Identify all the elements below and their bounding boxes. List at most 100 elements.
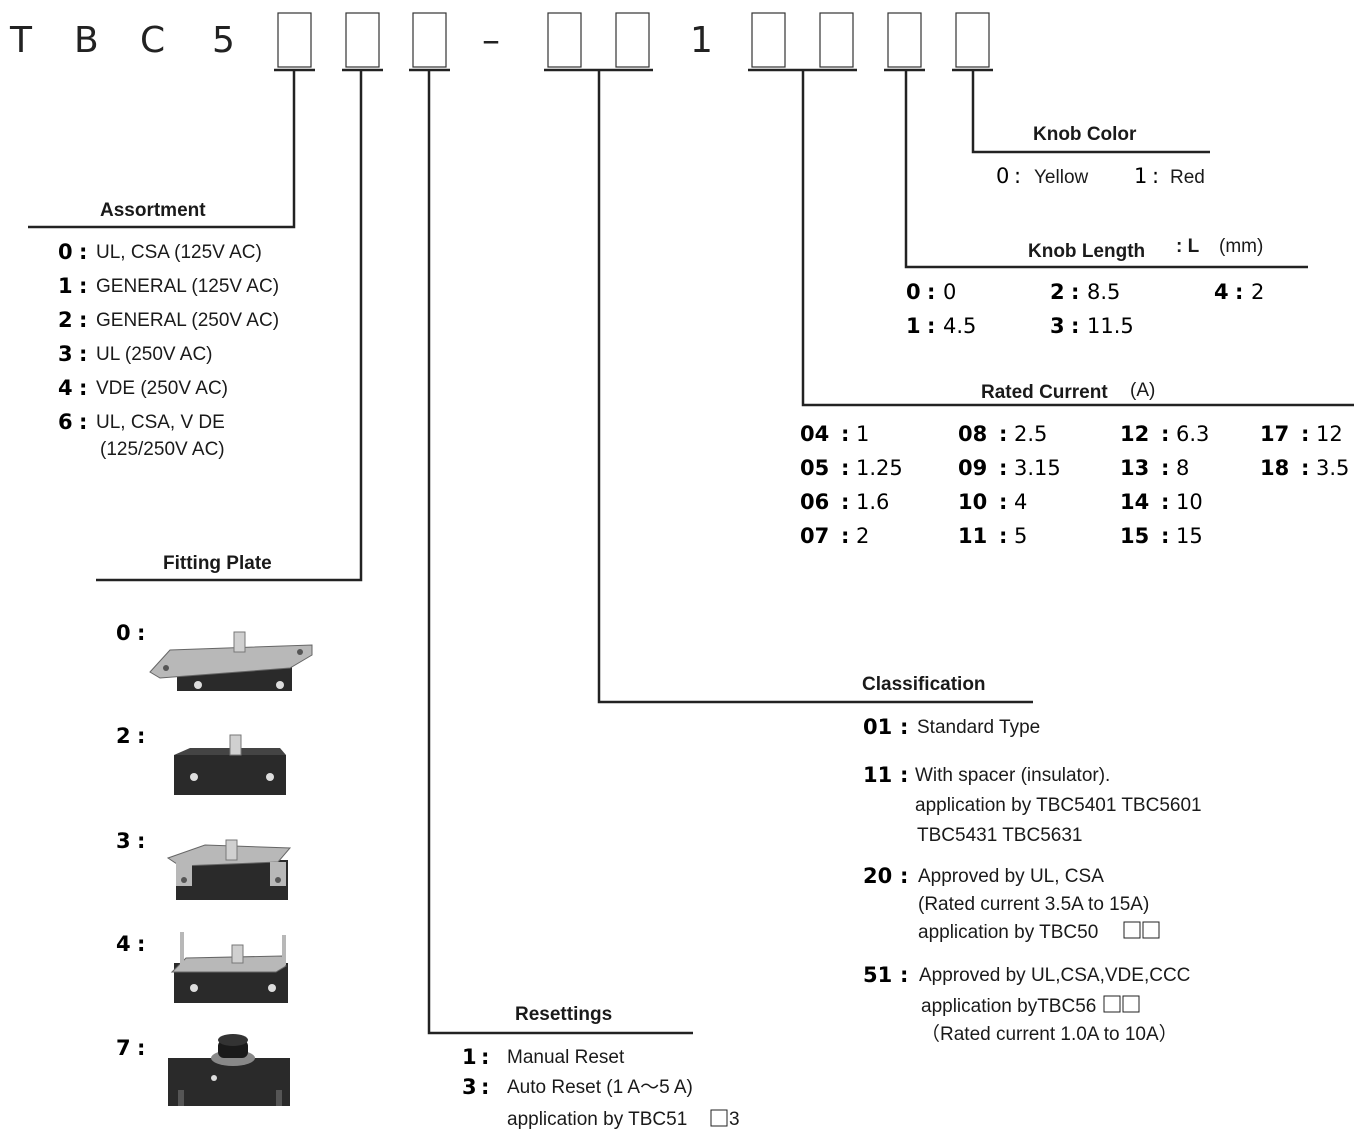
fitting-plate-sep: :: [137, 621, 145, 645]
rated-current-code: 15: [1120, 524, 1149, 548]
assortment-sep: :: [79, 410, 87, 434]
rated-current-options: 04:105:1.2506:1.607:208:2.509:3.1510:411…: [800, 422, 1349, 548]
resettings-note: application by TBC51: [507, 1109, 687, 1130]
rated-current-code: 12: [1120, 422, 1149, 446]
assortment-label: (125/250V AC): [100, 439, 225, 460]
rated-current-code: 10: [958, 490, 987, 514]
classification-code: 51: [863, 963, 892, 987]
knob-length-value: 11.5: [1087, 314, 1134, 338]
knob-length-unit: (mm): [1219, 236, 1263, 257]
classification-code: 01: [863, 715, 892, 739]
assortment-code: 3: [58, 342, 73, 366]
rated-current-sep: :: [1301, 422, 1309, 446]
assortment-label: UL (250V AC): [96, 344, 213, 365]
classification-connector: [597, 70, 1033, 704]
assortment-code: 2: [58, 308, 73, 332]
assortment-sep: :: [79, 342, 87, 366]
resettings-sep: :: [481, 1045, 489, 1069]
assortment-code: 6: [58, 410, 73, 434]
fitting-plate-section: Fitting Plate 0 : 2 : 3 :: [116, 553, 313, 1106]
knob-color-section: Knob Color 0 : Yellow 1 : Red: [996, 124, 1205, 188]
knob-length-symbol: : L: [1176, 236, 1200, 257]
slot-knob-length: [887, 12, 922, 68]
knob-length-code: 4: [1214, 280, 1229, 304]
blank-digit-box: [710, 1109, 728, 1127]
connector-lines: [28, 70, 1354, 1035]
knob-length-value: 4.5: [943, 314, 976, 338]
knob-length-code: 0: [906, 280, 921, 304]
resettings-section: Resettings 1 : Manual Reset 3 : Auto Res…: [462, 1004, 740, 1130]
classification-code: 20: [863, 864, 892, 888]
prefix-t: T: [9, 20, 33, 61]
fitting-plate-sep: :: [137, 932, 145, 956]
part-number-header: T B C 5 – 1: [9, 12, 993, 72]
fitting-plate-code: 2: [116, 724, 131, 748]
fitting-plate-code: 7: [116, 1036, 131, 1060]
knob-color-sep: :: [1152, 164, 1159, 188]
assortment-sep: :: [79, 274, 87, 298]
classification-note: (Rated current 3.5A to 15A): [918, 894, 1149, 915]
assortment-sep: :: [79, 308, 87, 332]
knob-length-sep: :: [927, 314, 935, 338]
assortment-connector: [28, 70, 296, 229]
rated-current-section: Rated Current (A) 04:105:1.2506:1.607:20…: [800, 380, 1349, 548]
resettings-note-suffix: 3: [729, 1109, 740, 1130]
knob-color-label: Yellow: [1034, 167, 1089, 188]
rated-current-sep: :: [999, 524, 1007, 548]
knob-length-code: 3: [1050, 314, 1065, 338]
fitting-plate-7-photo: [168, 1034, 290, 1106]
fixed-digit-1: 1: [690, 20, 713, 61]
fitting-plate-sep: :: [137, 1036, 145, 1060]
rated-current-value: 2: [856, 524, 869, 548]
slot-assortment: [277, 12, 312, 68]
assortment-label: VDE (250V AC): [96, 378, 228, 399]
slot-fitting-plate: [345, 12, 380, 68]
knob-length-section: Knob Length : L (mm) 0 : 0 2 : 8.5 4 : 2…: [906, 236, 1264, 338]
blank-digit-box: [1122, 995, 1140, 1013]
resettings-title: Resettings: [515, 1004, 612, 1025]
classification-label: Standard Type: [917, 717, 1040, 738]
slot-resettings: [412, 12, 447, 68]
resettings-code: 3: [462, 1075, 477, 1099]
rated-current-sep: :: [841, 524, 849, 548]
blank-digit-box: [1123, 921, 1141, 939]
fitting-plate-4-photo: [170, 932, 288, 1003]
knob-length-value: 8.5: [1087, 280, 1120, 304]
assortment-sep: :: [79, 240, 87, 264]
fitting-plate-0-photo: [149, 631, 313, 691]
fitting-plate-sep: :: [137, 829, 145, 853]
knob-color-title: Knob Color: [1033, 124, 1137, 145]
fitting-plate-title: Fitting Plate: [163, 553, 272, 574]
rated-current-sep: :: [1161, 422, 1169, 446]
classification-label: Approved by UL, CSA: [918, 866, 1104, 887]
knob-length-value: 0: [943, 280, 956, 304]
resettings-sep: :: [481, 1075, 489, 1099]
rated-current-sep: :: [999, 422, 1007, 446]
rated-current-value: 1.6: [856, 490, 889, 514]
rated-current-sep: :: [999, 490, 1007, 514]
rated-current-title: Rated Current: [981, 382, 1108, 403]
assortment-label: UL, CSA, V DE: [96, 412, 225, 433]
resettings-connector: [427, 70, 693, 1035]
classification-label: With spacer (insulator).: [915, 765, 1110, 786]
slot-classification-1: [547, 12, 582, 68]
fitting-plate-2-photo: [174, 734, 286, 795]
knob-length-code: 2: [1050, 280, 1065, 304]
assortment-sep: :: [79, 376, 87, 400]
knob-length-sep: :: [1071, 314, 1079, 338]
rated-current-code: 06: [800, 490, 829, 514]
rated-current-code: 04: [800, 422, 829, 446]
classification-sep: :: [900, 715, 908, 739]
knob-color-code: 0: [996, 164, 1009, 188]
rated-current-connector: [801, 70, 1354, 407]
assortment-options: 0:UL, CSA (125V AC)1:GENERAL (125V AC)2:…: [58, 240, 279, 460]
rated-current-value: 1.25: [856, 456, 903, 480]
knob-length-title: Knob Length: [1028, 241, 1145, 262]
rated-current-code: 08: [958, 422, 987, 446]
assortment-label: UL, CSA (125V AC): [96, 242, 262, 263]
rated-current-code: 05: [800, 456, 829, 480]
separator-dash: –: [482, 20, 500, 61]
knob-length-sep: :: [1071, 280, 1079, 304]
classification-note: TBC5431 TBC5631: [917, 825, 1082, 846]
rated-current-code: 18: [1260, 456, 1289, 480]
